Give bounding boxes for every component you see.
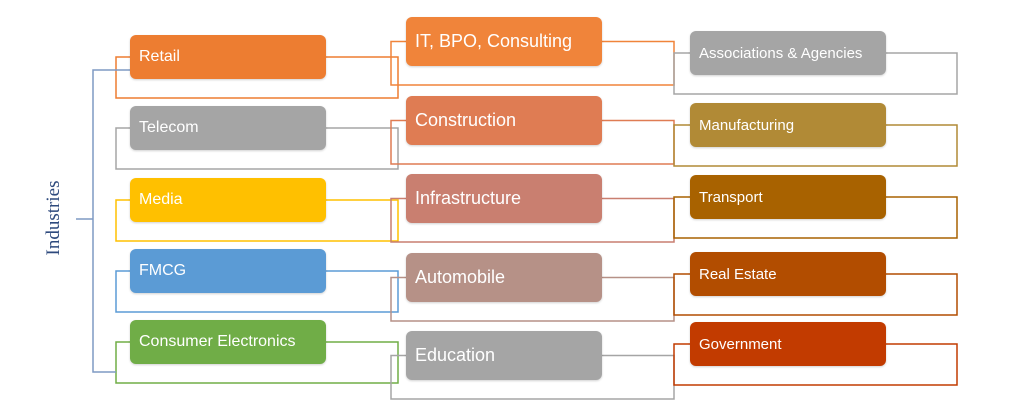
connector-education: [390, 354, 675, 400]
connector-fmcg: [115, 270, 399, 313]
box-government: Government: [690, 322, 886, 366]
connector-associations-and-agencies: [673, 52, 958, 95]
connector-media: [115, 199, 399, 242]
box-media: Media: [130, 178, 326, 222]
box-it-bpo-consulting: IT, BPO, Consulting: [406, 17, 602, 66]
box-fmcg: FMCG: [130, 249, 326, 293]
connector-retail: [115, 56, 399, 99]
box-retail: Retail: [130, 35, 326, 79]
bracket-line: [92, 69, 130, 373]
box-manufacturing: Manufacturing: [690, 103, 886, 147]
box-education: Education: [406, 331, 602, 380]
connector-manufacturing: [673, 124, 958, 167]
connector-consumer-electronics: [115, 341, 399, 384]
box-construction: Construction: [406, 96, 602, 145]
box-real-estate: Real Estate: [690, 252, 886, 296]
box-automobile: Automobile: [406, 253, 602, 302]
connector-telecom: [115, 127, 399, 170]
connector-transport: [673, 196, 958, 239]
connector-it-bpo-consulting: [390, 40, 675, 86]
box-telecom: Telecom: [130, 106, 326, 150]
connector-real-estate: [673, 273, 958, 316]
connector-government: [673, 343, 958, 386]
connector-infrastructure: [390, 197, 675, 243]
box-associations-and-agencies: Associations & Agencies: [690, 31, 886, 75]
box-consumer-electronics: Consumer Electronics: [130, 320, 326, 364]
industries-title: Industries: [43, 180, 64, 256]
box-infrastructure: Infrastructure: [406, 174, 602, 223]
connector-construction: [390, 119, 675, 165]
connector-automobile: [390, 276, 675, 322]
box-transport: Transport: [690, 175, 886, 219]
